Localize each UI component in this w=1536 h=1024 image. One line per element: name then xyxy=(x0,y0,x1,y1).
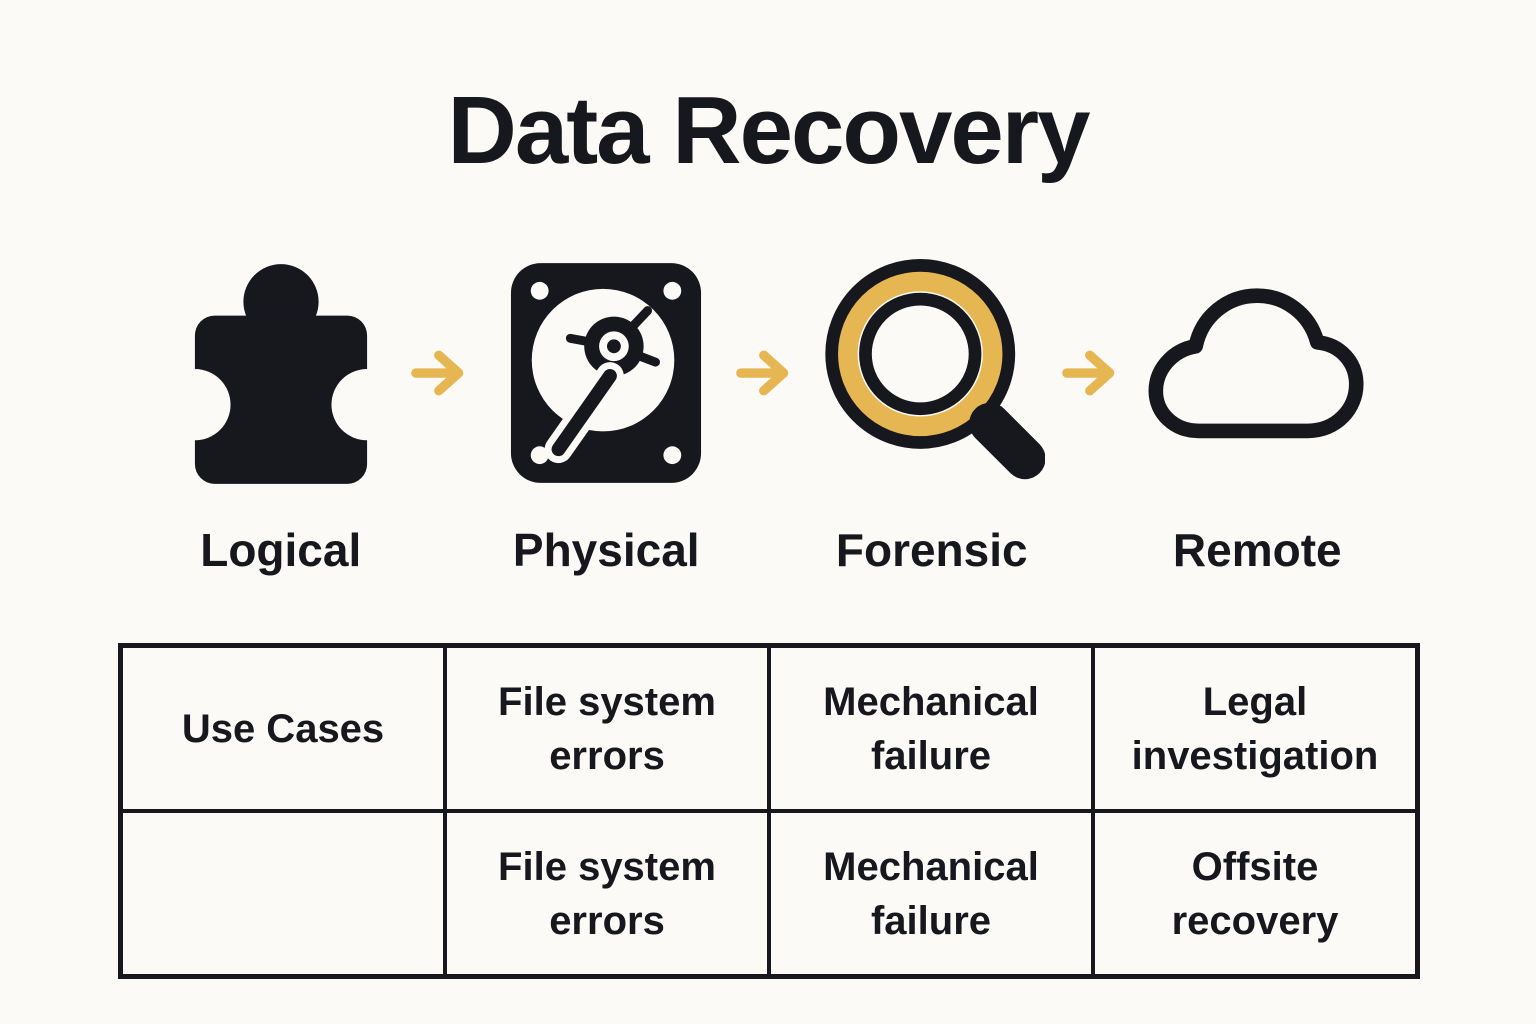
flow-step-physical: Physical xyxy=(444,250,770,577)
flow-step-label: Logical xyxy=(200,524,362,576)
table-cell: Mechanical failure xyxy=(769,811,1093,976)
flow-step-forensic: Forensic xyxy=(769,250,1095,577)
physical-icon-box xyxy=(507,250,705,495)
remote-icon-box xyxy=(1140,250,1374,495)
flow-step-label: Forensic xyxy=(835,524,1028,576)
puzzle-piece-icon xyxy=(186,263,375,484)
flow-step-logical: Logical xyxy=(118,250,444,577)
table-cell: File system errors xyxy=(445,646,769,811)
table-cell: Legal investigation xyxy=(1093,646,1417,811)
magnifying-glass-icon xyxy=(825,258,1045,479)
flow-step-label: Remote xyxy=(1172,524,1342,576)
flow-step-remote: Remote xyxy=(1095,250,1421,577)
flow-diagram: Logical xyxy=(118,250,1420,577)
arrow-right-icon xyxy=(410,350,463,396)
arrow-right-icon xyxy=(736,350,789,396)
table-cell: File system errors xyxy=(445,811,769,976)
flow-step-label: Physical xyxy=(512,524,700,576)
hard-drive-icon xyxy=(511,262,702,483)
cloud-icon xyxy=(1148,287,1364,438)
table-cell: Offsite recovery xyxy=(1093,811,1417,976)
table-cell: Use Cases xyxy=(121,646,445,811)
page-title: Data Recovery xyxy=(447,77,1090,184)
table-cell xyxy=(121,811,445,976)
table-cell: Mechanical failure xyxy=(769,646,1093,811)
logical-icon-box xyxy=(186,250,375,495)
forensic-icon-box xyxy=(819,250,1045,495)
arrow-right-icon xyxy=(1061,350,1114,396)
use-cases-table: Use Cases File system errors Mechanical … xyxy=(118,643,1420,979)
